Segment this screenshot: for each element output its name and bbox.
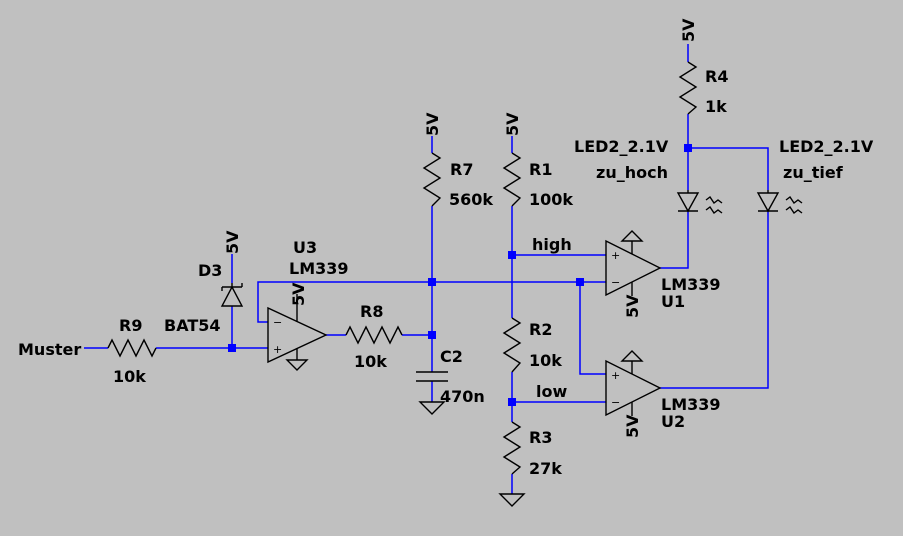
c2-name: C2	[440, 347, 463, 366]
u1-value: LM339	[661, 275, 721, 294]
svg-text:+: +	[611, 249, 620, 262]
led2-name: zu_tief	[783, 163, 844, 182]
resistor-r3	[502, 421, 522, 475]
led1-value: LED2_2.1V	[574, 137, 669, 156]
input-label-muster: Muster	[18, 340, 81, 359]
u3-value: LM339	[289, 259, 349, 278]
wire-ref-u2	[579, 282, 606, 375]
resistor-r9	[107, 338, 157, 358]
net-label-high: high	[532, 235, 572, 254]
r7-name: R7	[450, 160, 473, 179]
r4-name: R4	[705, 67, 728, 86]
junctions	[228, 144, 692, 406]
r4-value: 1k	[705, 97, 727, 116]
c2-value: 470n	[440, 387, 485, 406]
resistor-r2	[502, 317, 522, 373]
d3-name: D3	[198, 261, 222, 280]
junction	[428, 331, 436, 339]
r3-name: R3	[529, 428, 552, 447]
comparator-u2: + −	[605, 350, 662, 417]
r2-name: R2	[529, 320, 552, 339]
r3-value: 27k	[529, 459, 562, 478]
light-emission-icon	[705, 195, 723, 215]
wire-led2-u2	[660, 211, 769, 389]
led-zu-tief	[756, 190, 803, 215]
u2-name: U2	[661, 412, 685, 431]
led1-name: zu_hoch	[596, 163, 668, 182]
r7-value: 560k	[449, 190, 493, 209]
svg-text:−: −	[273, 316, 282, 329]
comparator-u3: − +	[267, 294, 328, 371]
resistor-r8	[345, 325, 403, 345]
junction	[576, 278, 584, 286]
wires	[84, 44, 769, 494]
junction	[428, 278, 436, 286]
r1-name: R1	[529, 160, 552, 179]
schottky-diode-d3	[220, 283, 244, 307]
resistor-r1	[502, 152, 522, 207]
u3-name: U3	[293, 238, 317, 257]
junction	[684, 144, 692, 152]
net-label-low: low	[536, 382, 567, 401]
comparator-u1: + −	[605, 230, 662, 297]
light-emission-icon	[785, 195, 803, 215]
supply-label-r7: 5V	[423, 112, 442, 136]
svg-text:−: −	[611, 276, 620, 289]
wire-led1-u1	[660, 211, 689, 269]
r1-value: 100k	[529, 190, 573, 209]
ground-icon	[285, 359, 309, 371]
ground-icon	[498, 493, 526, 507]
supply-label-u1: 5V	[623, 294, 642, 318]
wire-led-split	[688, 147, 769, 190]
r9-value: 10k	[113, 367, 146, 386]
svg-text:+: +	[611, 369, 620, 382]
supply-label-r4: 5V	[679, 18, 698, 42]
r2-value: 10k	[529, 351, 562, 370]
supply-label-u3: 5V	[289, 282, 308, 306]
junction	[228, 344, 236, 352]
supply-label-u2: 5V	[623, 414, 642, 438]
junction	[508, 398, 516, 406]
junction	[508, 251, 516, 259]
r8-name: R8	[360, 302, 383, 321]
capacitor-c2	[416, 371, 448, 382]
supply-flag-icon	[620, 230, 644, 242]
svg-text:−: −	[611, 396, 620, 409]
supply-label-d3: 5V	[223, 230, 242, 254]
u1-name: U1	[661, 292, 685, 311]
led-zu-hoch	[676, 190, 723, 215]
r9-name: R9	[119, 316, 142, 335]
ground-icon	[418, 401, 446, 415]
supply-flag-icon	[620, 350, 644, 362]
supply-label-r1: 5V	[503, 112, 522, 136]
wire-u3-feedback	[257, 281, 432, 323]
resistor-r7	[422, 152, 442, 207]
resistor-r4	[678, 61, 698, 115]
r8-value: 10k	[354, 352, 387, 371]
d3-value: BAT54	[164, 316, 221, 335]
u2-value: LM339	[661, 395, 721, 414]
led2-value: LED2_2.1V	[779, 137, 874, 156]
svg-text:+: +	[273, 343, 282, 356]
